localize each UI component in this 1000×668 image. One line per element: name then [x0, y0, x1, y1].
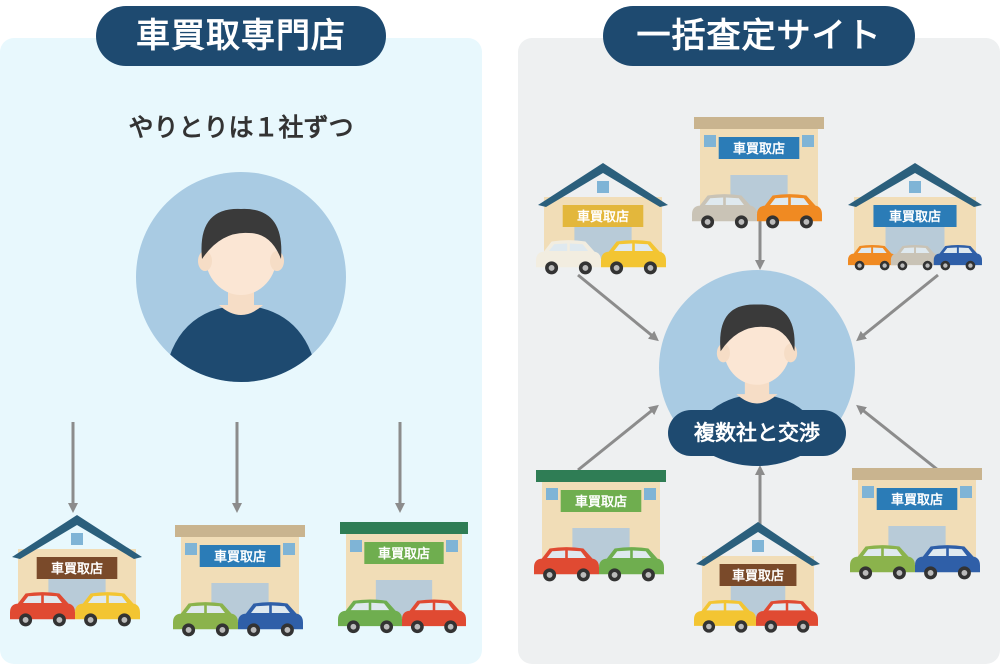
- shop-roof: [848, 163, 982, 207]
- shop-sign: [560, 490, 642, 512]
- shop-sign: [718, 137, 800, 159]
- right-title: 一括査定サイト: [603, 6, 915, 66]
- shop-sign: [36, 557, 118, 579]
- left-person-avatar: [136, 172, 346, 382]
- left-subtitle: やりとりは１社ずつ: [128, 113, 354, 142]
- flow-arrow: [577, 404, 659, 472]
- car-dealer-shop: 車買取店: [10, 515, 142, 627]
- shop-sign: [364, 542, 444, 564]
- shop-sign-label: 車買取店: [891, 492, 943, 508]
- car-dealer-shop: 車買取店: [848, 163, 982, 271]
- shop-sign: [719, 564, 797, 586]
- left-title: 車買取専門店: [96, 6, 386, 66]
- shop-sign-label: 車買取店: [575, 494, 627, 510]
- car-dealer-shop: 車買取店: [692, 117, 824, 229]
- shop-sign: [873, 205, 957, 227]
- shop-roof: [694, 117, 824, 129]
- negotiation-label: 複数社と交渉: [668, 410, 846, 456]
- flow-arrow: [856, 404, 939, 472]
- shop-roof: [538, 163, 668, 207]
- shop-sign-label: 車買取店: [577, 209, 629, 225]
- shop-sign: [562, 205, 644, 227]
- car-dealer-shop: 車買取店: [534, 470, 666, 582]
- car-dealer-shop: 車買取店: [173, 525, 305, 637]
- shop-sign-label: 車買取店: [378, 546, 430, 562]
- flow-arrow: [856, 273, 939, 342]
- car-dealer-shop: 車買取店: [338, 522, 468, 634]
- car-dealer-shop: 車買取店: [850, 468, 982, 580]
- shop-roof: [340, 522, 468, 534]
- shop-sign-label: 車買取店: [214, 549, 266, 565]
- shop-sign-label: 車買取店: [51, 561, 103, 577]
- shop-roof: [12, 515, 142, 559]
- shop-roof: [175, 525, 305, 537]
- car-dealer-shop: 車買取店: [536, 163, 668, 275]
- shop-roof: [536, 470, 666, 482]
- shop-sign-label: 車買取店: [732, 568, 784, 584]
- shop-sign-label: 車買取店: [733, 141, 785, 157]
- shop-roof: [696, 522, 820, 566]
- shop-sign: [876, 488, 958, 510]
- flow-arrow: [577, 273, 659, 342]
- car-dealer-shop: 車買取店: [694, 522, 820, 633]
- shop-sign-label: 車買取店: [889, 209, 941, 225]
- shop-sign: [199, 545, 281, 567]
- shop-roof: [852, 468, 982, 480]
